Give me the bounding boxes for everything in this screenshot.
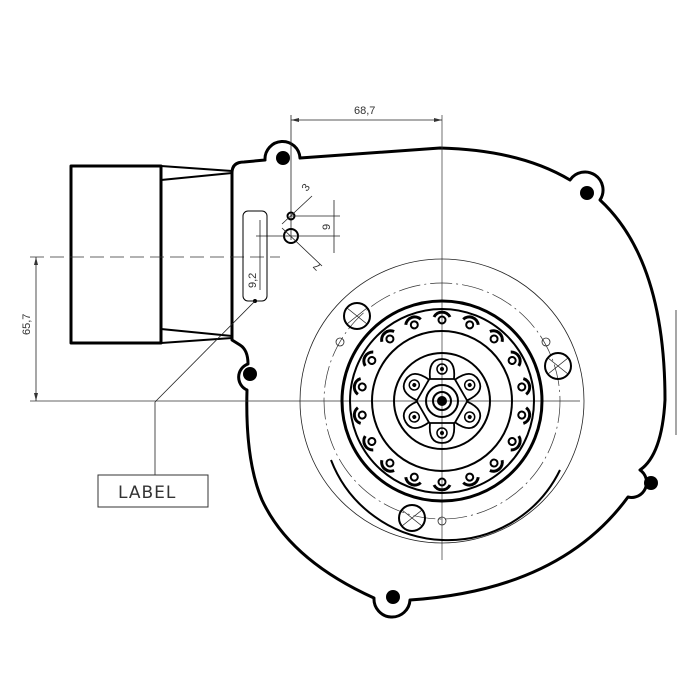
dim-hole-spacing-text: 9 (321, 224, 333, 230)
mounting-holes (243, 151, 658, 604)
mount-hole-top-right (580, 186, 594, 200)
dim-small-hole-text: 3 (300, 182, 313, 194)
dimension-left-height: 65,7 (21, 257, 38, 401)
dim-top-width-text: 68,7 (354, 105, 375, 117)
hub-lobes (398, 358, 486, 444)
mount-hole-right (644, 476, 658, 490)
mount-hole-top-left (276, 151, 290, 165)
dimension-top-width: 68,7 (290, 105, 442, 240)
label-callout: LABEL (97, 474, 209, 508)
vent-holes: 3 9 7 (256, 182, 340, 272)
dim-left-height-text: 65,7 (21, 314, 33, 335)
mount-hole-bottom (386, 590, 400, 604)
impeller-blades (351, 310, 533, 492)
label-text: LABEL (118, 483, 176, 503)
mount-hole-left (243, 367, 257, 381)
label-leader (154, 300, 256, 475)
motor-mount-holes (335, 302, 572, 532)
rotor-assembly (299, 258, 585, 544)
dim-slot-length-text: 9,2 (247, 273, 259, 288)
outlet-duct (69, 164, 233, 345)
housing-outline (230, 140, 667, 619)
